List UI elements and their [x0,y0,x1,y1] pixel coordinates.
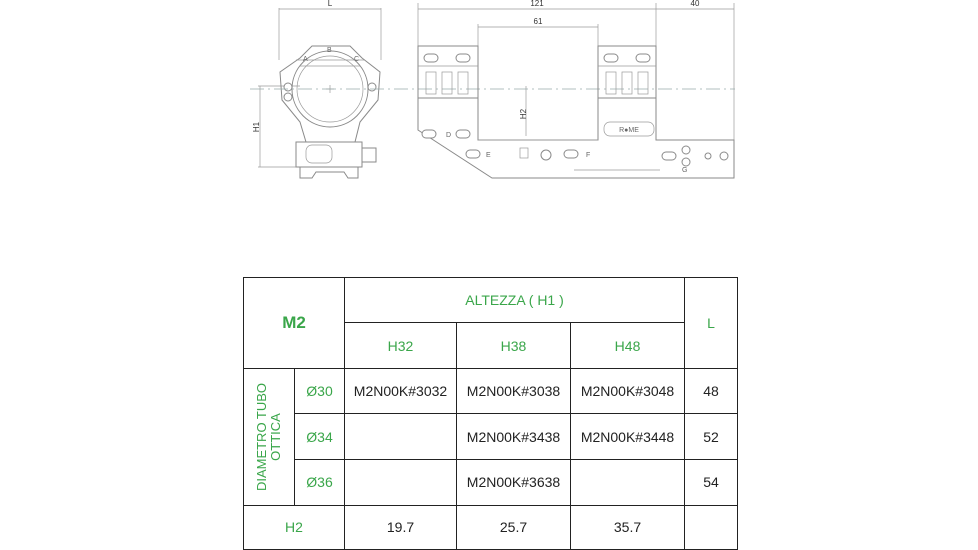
side-letter-g: G [682,167,687,174]
dim-l-label: L [328,0,333,8]
h2-length-cell [684,504,739,550]
height-col-h38: H38 [456,322,571,370]
h2-value: 25.7 [456,504,571,550]
height-col-h32: H32 [344,322,457,370]
length-cell: 48 [684,368,739,415]
table-row: Ø36 M2N00K#3638 54 [244,458,739,506]
code-cell: M2N00K#3048 [569,368,686,415]
dim-total-label: 121 [530,0,544,8]
code-cell: M2N00K#3438 [456,413,571,460]
diameter-36: Ø36 [294,458,345,506]
spec-table: M2 ALTEZZA ( H1 ) L H32 H38 H48 DIAMETRO… [243,276,739,550]
diameter-label: DIAMETRO TUBO OTTICA [254,382,284,492]
table-row: DIAMETRO TUBO OTTICA Ø30 M2N00K#3032 M2N… [243,368,739,506]
side-letter-e: E [486,152,491,159]
ring-letter-c: C [354,56,359,63]
length-cell: 52 [684,413,739,460]
code-cell: M2N00K#3448 [569,413,686,460]
table-row: Ø34 M2N00K#3438 M2N00K#3448 52 [244,413,739,460]
technical-drawing: L H1 A B C 121 40 [250,0,735,179]
code-cell [344,458,457,506]
dim-h1-label: H1 [252,121,261,132]
side-letter-d: D [446,132,451,139]
h2-value: 35.7 [569,504,686,550]
dim-ring-label: 61 [534,17,543,26]
length-header: L [684,276,739,370]
model-cell: M2 [243,276,345,370]
code-cell [344,413,457,460]
diameter-34: Ø34 [294,413,345,460]
height-header: ALTEZZA ( H1 ) [343,276,686,324]
h2-value: 19.7 [344,504,457,550]
code-cell: M2N00K#3032 [344,368,457,415]
side-view: 121 40 61 H2 R●ME [250,0,735,179]
height-col-h48: H48 [569,322,686,370]
code-cell: M2N00K#3038 [456,368,571,415]
code-cell [569,458,686,506]
ring-letter-b: B [327,47,332,54]
code-cell: M2N00K#3638 [456,458,571,506]
ring-letter-a: A [303,56,308,63]
side-letter-f: F [586,152,590,159]
dim-h2-label: H2 [519,108,528,119]
diameter-30: Ø30 [294,368,345,415]
h2-label: H2 [243,504,345,550]
dim-overhang-label: 40 [691,0,700,8]
h2-row: H2 19.7 25.7 35.7 [243,504,739,550]
brand-logo: R●ME [619,127,639,134]
length-cell: 54 [684,458,739,506]
diameter-label-cell: DIAMETRO TUBO OTTICA [243,368,295,506]
